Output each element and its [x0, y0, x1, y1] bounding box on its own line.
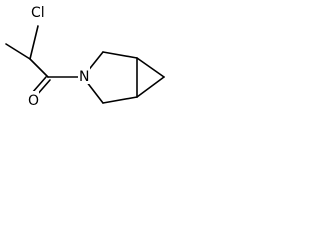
oxygen-label-background	[27, 91, 39, 108]
bonds	[5, 25, 165, 104]
bond-ring-upper-bridge	[102, 51, 138, 59]
bond-carbonyl-oxygen-a	[31, 76, 47, 94]
bond-chiral-chlorine	[29, 25, 39, 60]
bond-cyclopropane-upper	[136, 57, 165, 78]
bond-ring-lower-bridge	[102, 96, 138, 104]
chlorine-atom-label: Cl	[31, 5, 45, 21]
chemical-structure-diagram: Cl N O	[5, 4, 165, 109]
nitrogen-atom-label: N	[79, 69, 89, 85]
bond-chiral-carbonyl	[29, 58, 49, 78]
bond-methyl-chiral	[5, 43, 31, 60]
chlorine-label-background	[31, 4, 49, 21]
nitrogen-label-background	[78, 67, 90, 84]
oxygen-atom-label: O	[28, 93, 39, 109]
atom-labels: Cl N O	[27, 4, 90, 109]
bond-cyclopropane-lower	[136, 76, 165, 98]
